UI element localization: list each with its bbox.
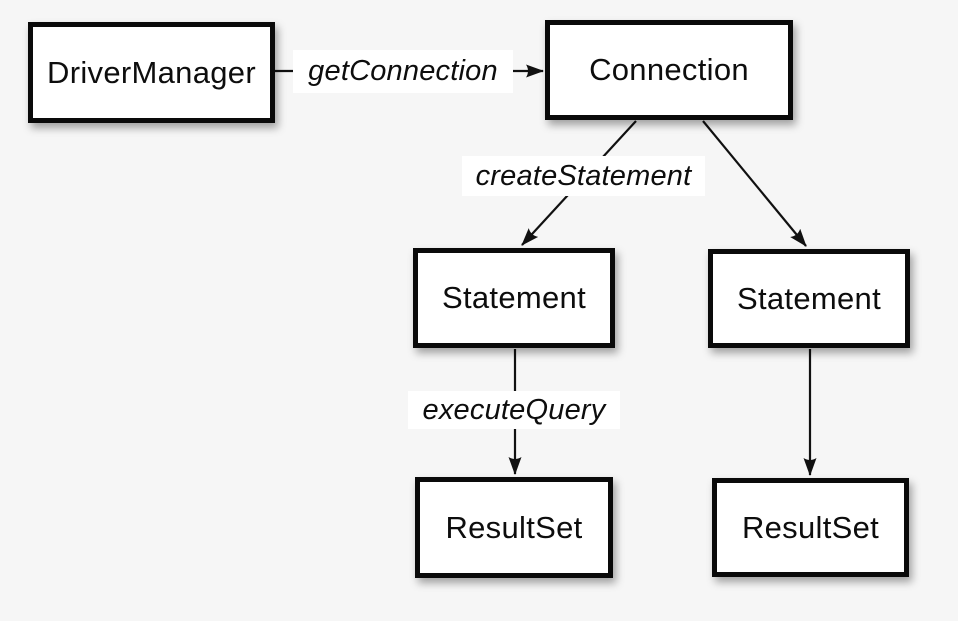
node-resultset-left: ResultSet [415, 477, 613, 578]
edge-label-executequery: executeQuery [408, 391, 620, 429]
edge-label-createstatement: createStatement [462, 156, 705, 196]
edge-connection-to-right-statement-line [702, 120, 807, 247]
node-resultset-right: ResultSet [712, 478, 909, 577]
node-drivermanager: DriverManager [28, 22, 275, 123]
node-statement-right: Statement [708, 249, 910, 348]
node-connection: Connection [545, 20, 793, 120]
edge-label-getconnection: getConnection [293, 50, 513, 93]
node-statement-left: Statement [413, 248, 615, 348]
